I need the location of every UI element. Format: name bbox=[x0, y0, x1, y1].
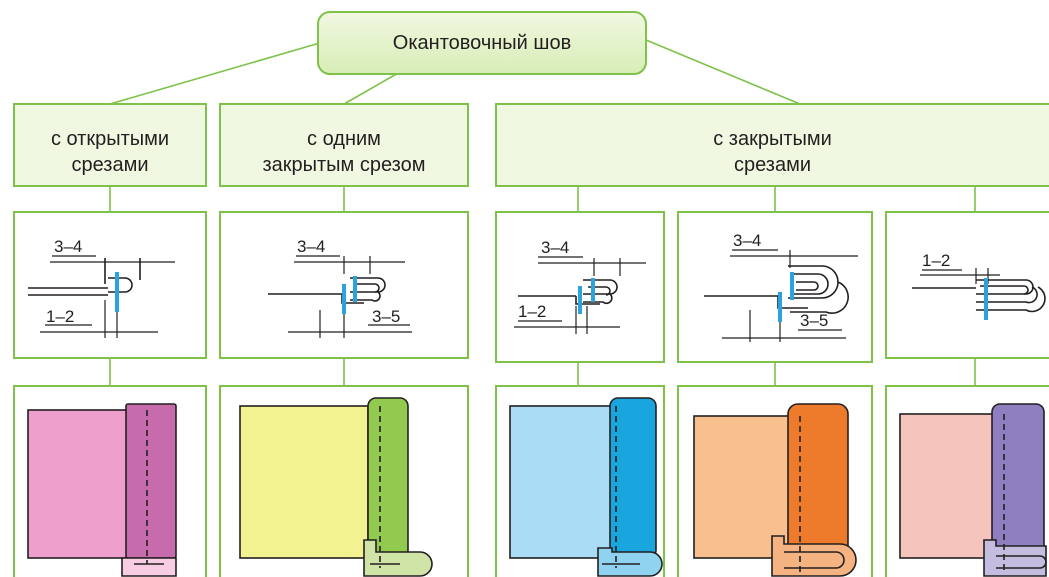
scheme-2-top-dim: 3–4 bbox=[297, 237, 325, 256]
category-box-open bbox=[13, 103, 207, 187]
scheme-5-top-dim: 1–2 bbox=[922, 251, 950, 270]
category-box-closed bbox=[495, 103, 1049, 187]
scheme-box-5 bbox=[885, 211, 1049, 359]
sample-illustration-1 bbox=[27, 403, 177, 577]
scheme-3-top-dim: 3–4 bbox=[541, 238, 569, 257]
scheme-4-top-dim: 3–4 bbox=[733, 231, 761, 250]
connector-lines bbox=[109, 39, 976, 386]
scheme-diagram-3 bbox=[514, 256, 646, 334]
scheme-4-bottom-dim: 3–5 bbox=[800, 311, 828, 330]
scheme-2-bottom-dim: 3–5 bbox=[372, 307, 400, 326]
scheme-box-1 bbox=[13, 211, 207, 359]
sample-illustration-5 bbox=[899, 403, 1047, 577]
title-box bbox=[317, 11, 647, 75]
sample-illustration-3 bbox=[509, 397, 663, 577]
scheme-1-bottom-dim: 1–2 bbox=[46, 307, 74, 326]
scheme-boxes bbox=[13, 211, 1049, 363]
sample-illustration-2 bbox=[239, 397, 433, 577]
scheme-1-top-dim: 3–4 bbox=[54, 237, 82, 256]
scheme-box-4 bbox=[677, 211, 873, 363]
sample-illustration-4 bbox=[693, 403, 857, 577]
category-box-one-closed bbox=[219, 103, 469, 187]
category-boxes bbox=[13, 103, 1049, 187]
scheme-diagram-1 bbox=[28, 255, 175, 338]
scheme-diagram-5 bbox=[912, 268, 1046, 313]
scheme-diagram-2 bbox=[268, 255, 412, 338]
scheme-3-bottom-dim: 1–2 bbox=[518, 302, 546, 321]
scheme-diagram-4 bbox=[704, 249, 858, 342]
